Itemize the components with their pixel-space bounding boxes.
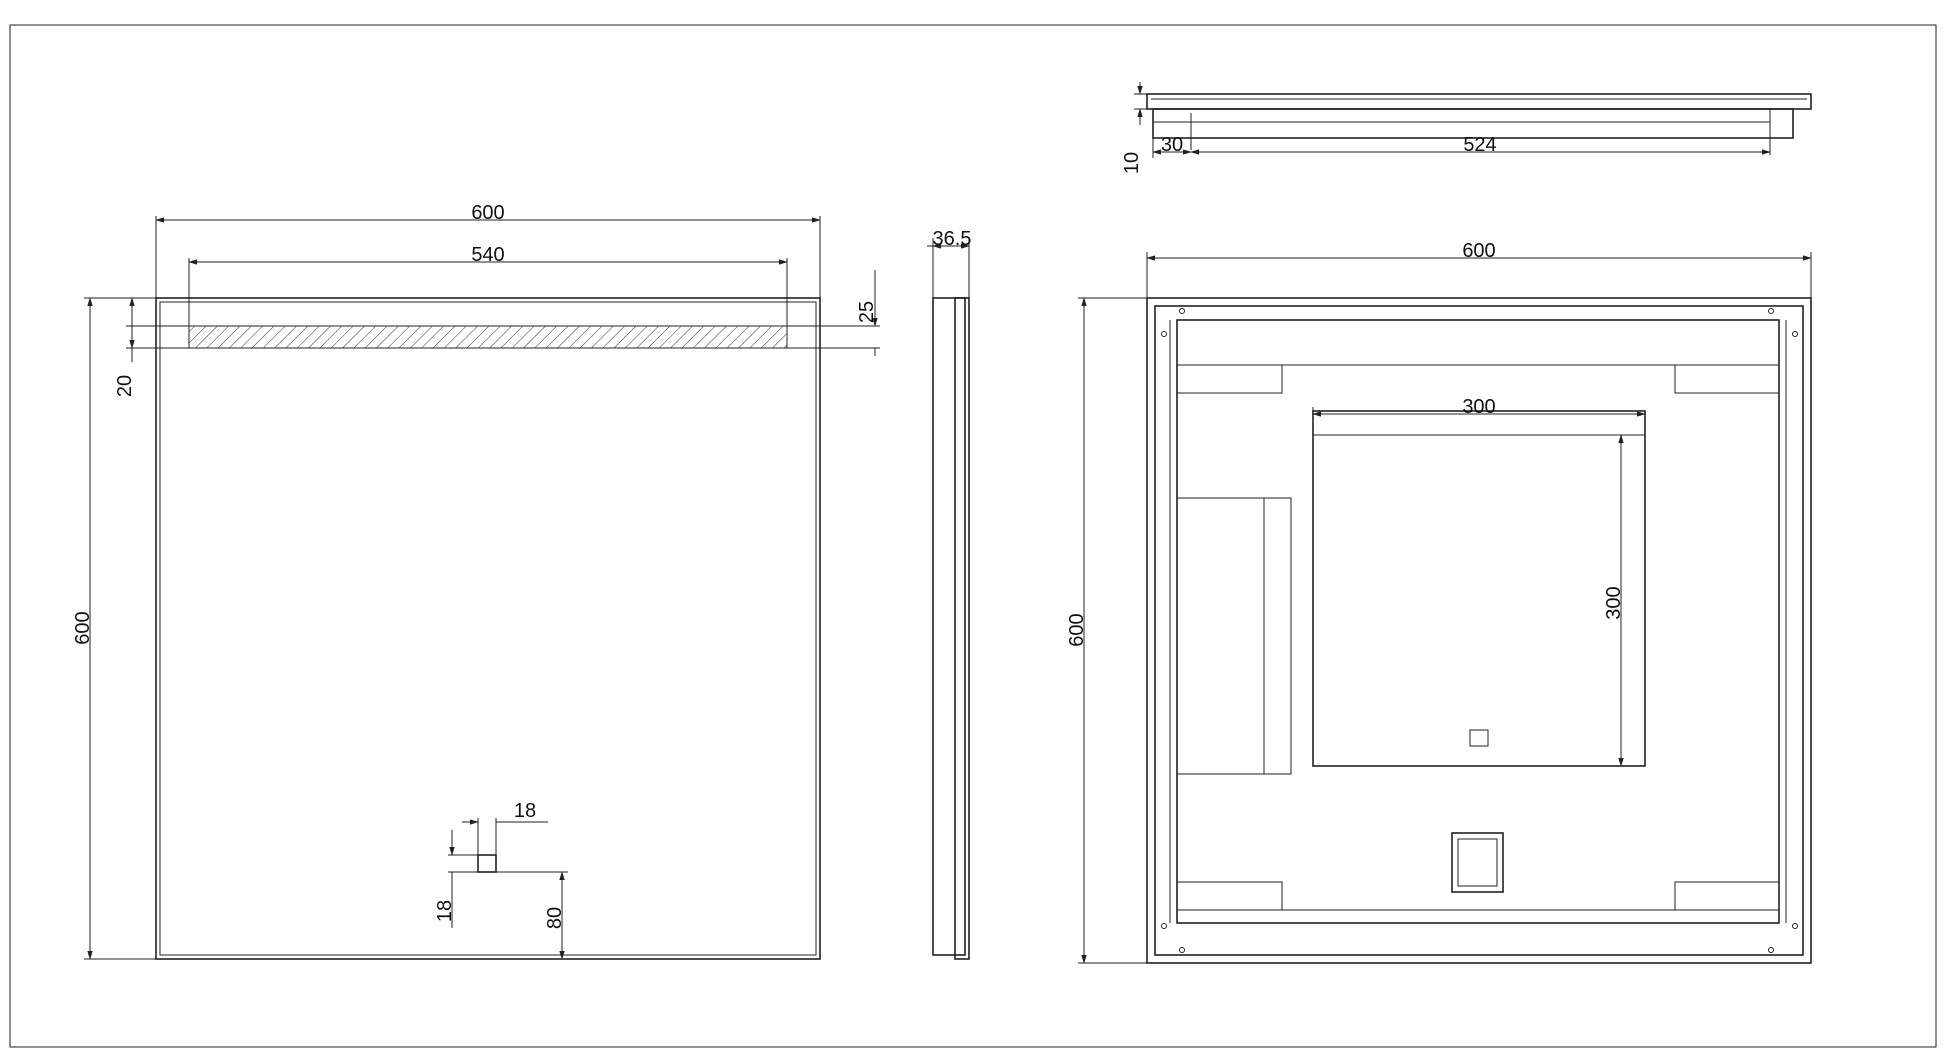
top-body	[1152, 108, 1794, 139]
front-height-label: 600	[72, 611, 94, 644]
side-profile-body	[932, 297, 966, 956]
driver-box	[1176, 497, 1292, 775]
panel-height-label: 300	[1603, 586, 1625, 619]
screw-icon	[1179, 308, 1185, 314]
back-frame-inner	[1154, 305, 1804, 956]
side-view: 36.5	[927, 228, 972, 960]
front-frame-inner	[159, 301, 817, 956]
screw-icon	[1179, 947, 1185, 953]
mounting-bracket-top-right	[1674, 364, 1780, 394]
side-profile-frame	[954, 297, 970, 960]
switch-height-label: 18	[434, 900, 456, 922]
heater-connector	[1469, 729, 1489, 747]
screw-icon	[1161, 923, 1167, 929]
screw-icon	[1768, 308, 1774, 314]
back-view: 600 600 300 300	[1066, 240, 1812, 964]
back-width-label: 600	[1462, 240, 1495, 262]
heater-pad	[1312, 410, 1646, 767]
touch-switch	[477, 854, 497, 873]
switch-bottom-label: 80	[544, 907, 566, 929]
top-offset-label: 20	[114, 375, 136, 397]
screw-icon	[1161, 331, 1167, 337]
light-strip	[188, 325, 788, 349]
light-strip-width-label: 540	[471, 244, 504, 266]
back-height-label: 600	[1066, 613, 1088, 646]
screw-icon	[1792, 331, 1798, 337]
switch-width-label: 18	[514, 800, 536, 822]
top-frame-outer	[1146, 93, 1812, 110]
mounting-bracket-bottom-left	[1176, 881, 1283, 911]
screw-icon	[1792, 923, 1798, 929]
strip-height-label: 25	[856, 301, 878, 323]
top-view: 10 30 524	[1121, 82, 1812, 174]
back-frame-outer	[1146, 297, 1812, 964]
mounting-bracket-bottom-right	[1674, 881, 1780, 911]
front-width-label: 600	[471, 202, 504, 224]
front-view: 600 540 600 20 25 18 18	[72, 202, 880, 960]
junction-box-inner	[1457, 838, 1498, 887]
mounting-bracket-top-left	[1176, 364, 1283, 394]
top-thickness-label: 10	[1121, 152, 1143, 174]
front-frame-outer	[155, 297, 821, 960]
top-inset-label: 30	[1161, 134, 1183, 156]
panel-width-label: 300	[1462, 396, 1495, 418]
screw-icon	[1768, 947, 1774, 953]
sheet-border	[9, 24, 1937, 1048]
side-depth-label: 36.5	[933, 228, 972, 250]
top-inner-length-label: 524	[1463, 134, 1496, 156]
junction-box	[1451, 832, 1504, 893]
